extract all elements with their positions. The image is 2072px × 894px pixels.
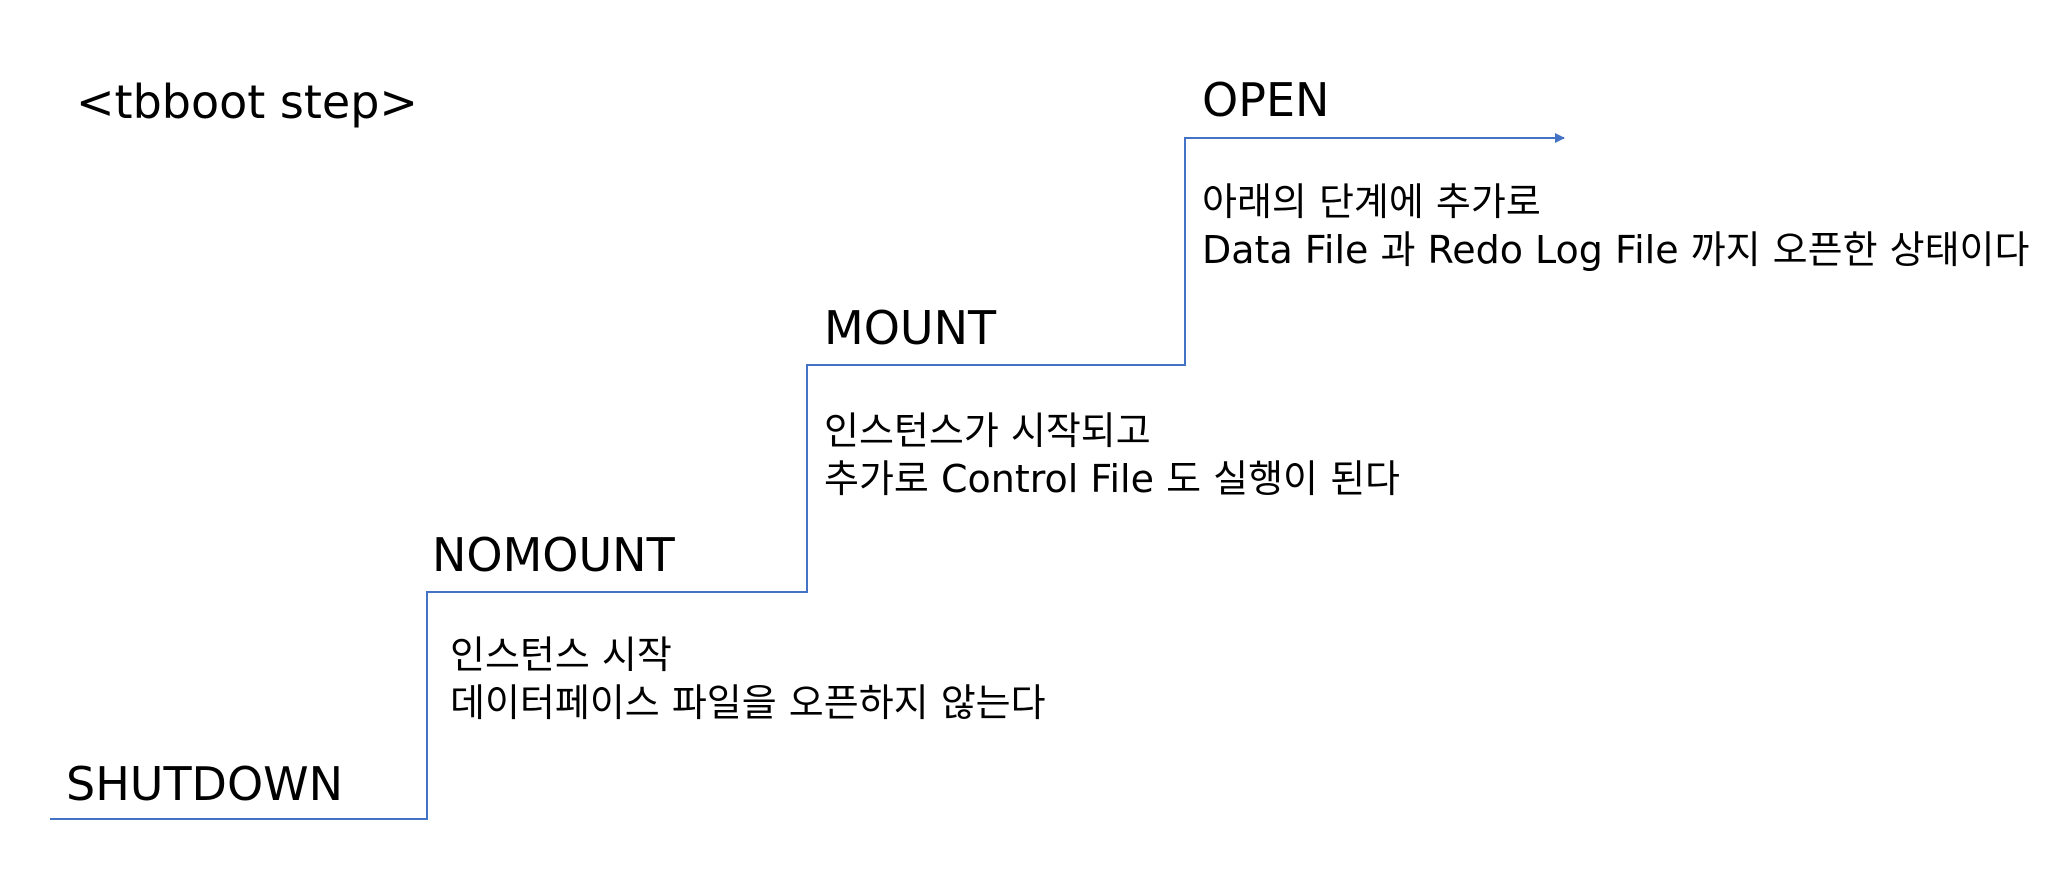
step-description-mount: 인스턴스가 시작되고 추가로 Control File 도 실행이 된다 [824,407,1400,503]
step-description-open: 아래의 단계에 추가로 Data File 과 Redo Log File 까지… [1202,178,2029,274]
step-description-line: Data File 과 Redo Log File 까지 오픈한 상태이다 [1202,228,2030,272]
step-description-line: 아래의 단계에 추가로 [1202,180,1541,224]
step-description-line: 인스턴스가 시작되고 [824,409,1151,453]
step-label-nomount: NOMOUNT [432,528,675,582]
step-label-open: OPEN [1202,73,1330,127]
step-description-line: 인스턴스 시작 [450,633,672,677]
step-description-nomount: 인스턴스 시작 데이터페이스 파일을 오픈하지 않는다 [450,631,1046,727]
step-description-line: 데이터페이스 파일을 오픈하지 않는다 [450,681,1046,725]
step-description-line: 추가로 Control File 도 실행이 된다 [824,457,1400,501]
step-label-mount: MOUNT [824,301,997,355]
staircase-path [50,133,1565,820]
diagram-title: <tbboot step> [76,75,418,129]
step-label-shutdown: SHUTDOWN [66,757,344,811]
